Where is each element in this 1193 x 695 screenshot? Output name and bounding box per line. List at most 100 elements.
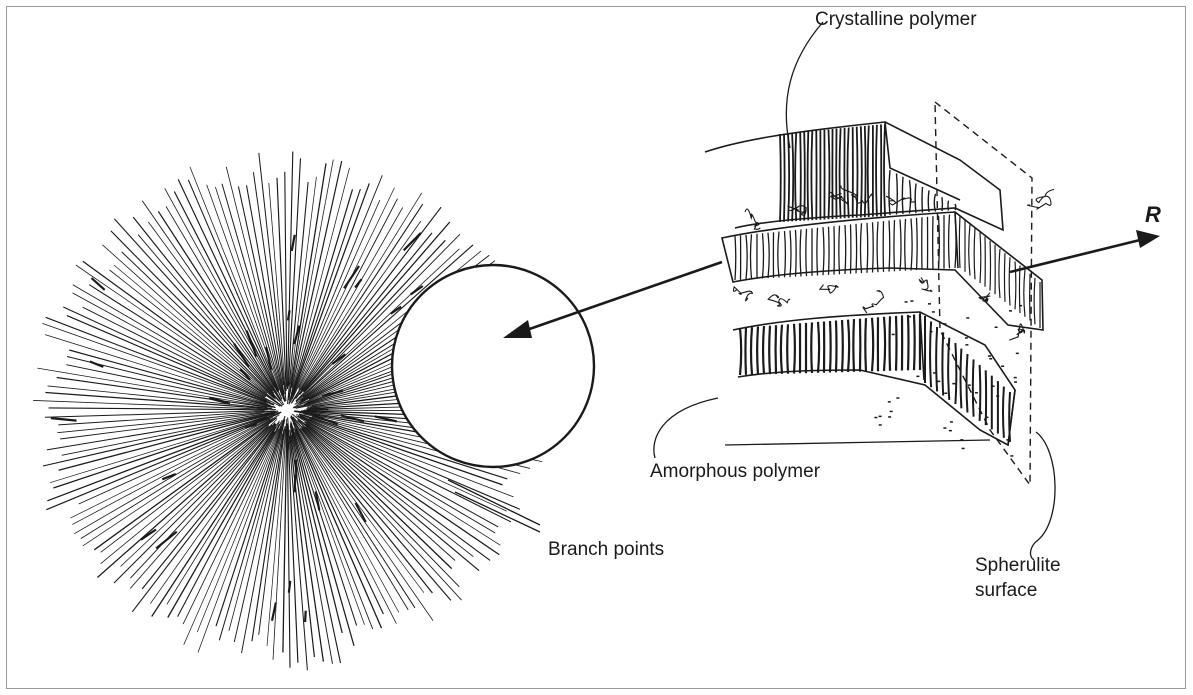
label-surface: surface: [975, 580, 1037, 601]
lamella-hatch-line: [757, 327, 758, 375]
lamella-hatch-line: [974, 228, 975, 279]
fibril-ray: [267, 427, 286, 647]
surface-dot: [962, 448, 965, 450]
branch-mark: [292, 235, 295, 251]
r-direction-arrow: [1010, 230, 1160, 272]
lamella-hatch-line: [861, 223, 862, 273]
surface-dot: [1016, 353, 1019, 355]
lamella-hatch-line: [768, 233, 769, 279]
lamella-hatch-line: [800, 132, 801, 221]
label-amorphous-polymer: Amorphous polymer: [650, 461, 821, 482]
label-r-axis: R: [1145, 202, 1161, 227]
lamella-hatch-line: [942, 332, 943, 395]
surface-dot: [892, 334, 895, 336]
amorphous-chain: [768, 295, 790, 306]
lamella-hatch-line: [751, 327, 752, 375]
lamella-hatch-line: [781, 325, 782, 374]
lamella-hatch-line: [845, 225, 846, 274]
lamella-hatch-line: [867, 223, 868, 273]
lamella-hatch-line: [853, 319, 854, 372]
lamella-hatch-line: [780, 134, 781, 222]
surface-dot: [932, 311, 935, 313]
branch-mark: [141, 530, 156, 540]
lamella-hatch-line: [861, 126, 862, 217]
surface-dot: [908, 316, 911, 318]
lamella-hatch-line: [790, 231, 791, 278]
surface-dot: [874, 417, 877, 419]
lamella-hatch-line: [876, 125, 877, 217]
surface-dot: [995, 327, 998, 329]
amorphous-chain: [820, 285, 839, 293]
lamella-hatch-line: [955, 214, 956, 268]
surface-dot: [905, 301, 908, 303]
lamella-hatch-line: [1015, 261, 1016, 309]
lamella-hatch-line: [865, 318, 866, 371]
surface-dot: [888, 416, 891, 418]
lamella-hatch-line: [910, 180, 911, 213]
fibril-ray: [269, 183, 286, 394]
lamella-hatch-line: [818, 322, 819, 373]
branch-mark: [289, 581, 291, 593]
lamella-hatch-line: [787, 324, 788, 373]
lamella-hatch-line: [1034, 278, 1035, 324]
lamella-hatch-line: [839, 226, 840, 275]
surface-dot: [989, 358, 992, 360]
lamella-hatch-line: [900, 220, 901, 272]
surface-dot: [992, 386, 995, 388]
surface-dot: [879, 416, 882, 418]
lamella-hatch-line: [872, 318, 873, 372]
surface-dot: [966, 317, 969, 319]
label-spherulite: Spherulite: [975, 555, 1061, 576]
surface-dot: [1009, 310, 1012, 312]
surface-dot: [1006, 439, 1009, 441]
branch-mark: [411, 286, 423, 294]
lamella-hatch-line: [896, 316, 897, 371]
fibril-ray: [73, 293, 281, 406]
branch-mark: [355, 279, 362, 287]
lamella-hatch-line: [856, 224, 857, 274]
lamella-hatch-line: [808, 131, 809, 220]
amorphous-chain: [733, 287, 752, 301]
lamella-hatch-line: [785, 231, 786, 277]
surface-dot: [1019, 305, 1022, 307]
lamella-hatch-line: [928, 190, 929, 212]
lamella-hatch-line: [868, 126, 869, 217]
lamella-hatch-line: [763, 233, 764, 278]
lamella-hatch-line: [769, 326, 770, 375]
lamella-hatch-line: [914, 315, 915, 371]
branch-mark: [90, 362, 104, 367]
lamella-hatch-line: [811, 322, 812, 373]
lamella-hatch-line: [922, 187, 923, 213]
surface-dot: [1014, 377, 1017, 379]
branch-mark: [156, 532, 177, 549]
lamella-hatch-line: [902, 177, 903, 214]
fibril-ray: [295, 432, 365, 625]
surface-dot: [975, 392, 978, 394]
lamella-hatch-line: [949, 215, 950, 269]
lamella-hatch-line: [763, 326, 764, 374]
surface-dot: [968, 384, 971, 386]
surface-dot: [937, 381, 940, 383]
lamella-hatching: [735, 124, 1040, 442]
lamella-hatch-line: [884, 317, 885, 371]
lamella-hatch-line: [980, 365, 981, 421]
lamella-hatch-line: [796, 230, 797, 277]
label-branch-points: Branch points: [548, 539, 664, 560]
lamella-hatch-line: [889, 170, 890, 215]
surface-dot: [916, 376, 919, 378]
lamella-hatch-line: [848, 320, 849, 372]
lamella-hatch-line: [745, 328, 746, 375]
surface-dot: [949, 430, 952, 432]
lamella-hatch-line: [969, 224, 970, 275]
lamella-hatch-line: [830, 321, 831, 373]
lamella-hatch-line: [842, 320, 843, 372]
surface-dot: [943, 323, 946, 325]
lamella-hatch-line: [794, 324, 795, 374]
lamella-hatch-line: [917, 218, 918, 270]
lamella-hatch-line: [1003, 387, 1004, 438]
lamella-hatch-line: [836, 321, 837, 373]
surface-dot: [1014, 381, 1017, 383]
lamella-hatch-line: [980, 233, 981, 284]
lamella-hatch-line: [788, 133, 789, 221]
